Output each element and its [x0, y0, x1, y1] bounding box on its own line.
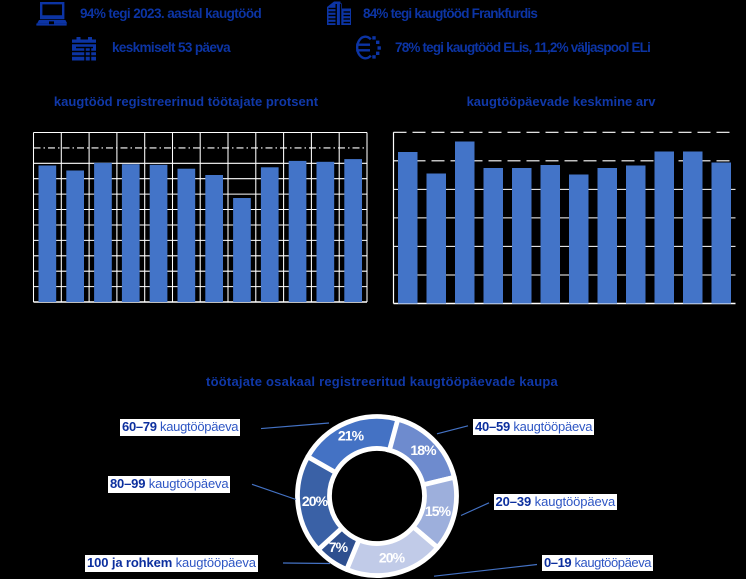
svg-text:20%: 20% [302, 493, 329, 509]
svg-text:15%: 15% [425, 503, 452, 519]
svg-text:18%: 18% [410, 442, 437, 458]
svg-text:7%: 7% [329, 539, 349, 555]
svg-text:20%: 20% [379, 549, 406, 565]
svg-text:21%: 21% [338, 427, 365, 443]
